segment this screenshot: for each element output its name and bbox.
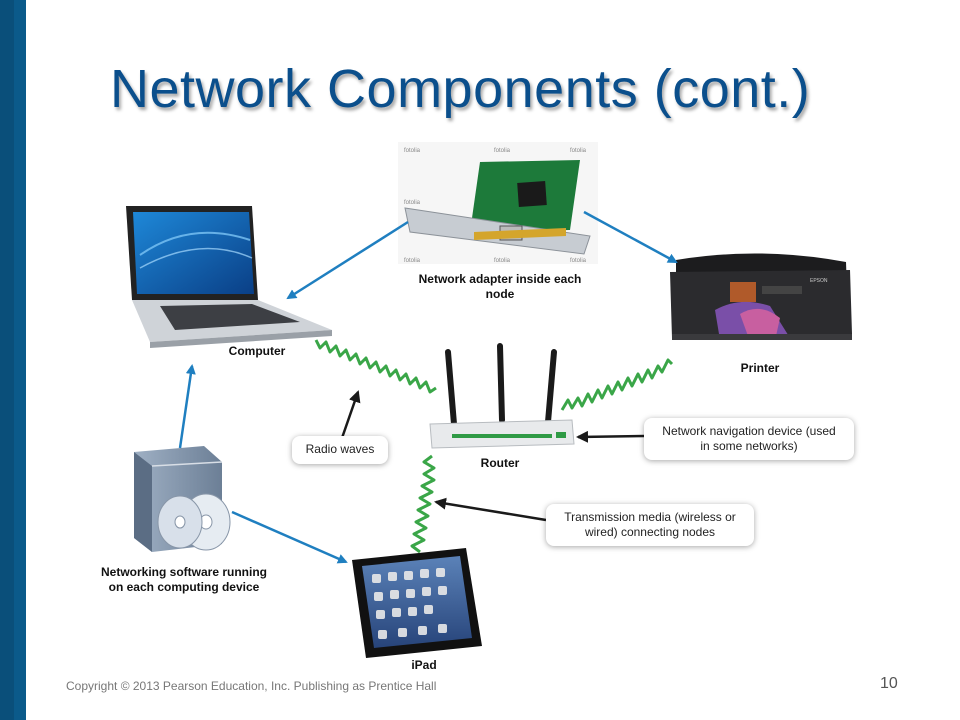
callout-arrows: [340, 390, 645, 522]
arrow-adapter-to-printer: [583, 210, 678, 264]
software-label-line2: on each computing device: [108, 580, 260, 594]
router-label: Router: [480, 456, 520, 470]
wave-computer-router: [314, 339, 437, 394]
svg-text:fotolia: fotolia: [494, 148, 511, 154]
transmission-callout-line2: wired) connecting nodes: [584, 525, 716, 539]
slide-sidebar-inner: [0, 0, 14, 720]
svg-text:fotolia: fotolia: [570, 258, 587, 264]
svg-text:fotolia: fotolia: [404, 148, 421, 154]
arrow-radio-waves: [340, 390, 361, 439]
copyright-footer: Copyright © 2013 Pearson Education, Inc.…: [66, 679, 437, 693]
svg-text:fotolia: fotolia: [570, 148, 587, 154]
printer-image: EPSON: [670, 253, 852, 340]
blue-connection-arrows: [178, 210, 678, 564]
arrow-transmission-media: [434, 497, 547, 522]
svg-text:fotolia: fotolia: [404, 200, 421, 206]
radio-waves-callout: Radio waves: [292, 436, 388, 464]
software-box-image: [134, 446, 231, 552]
svg-text:fotolia: fotolia: [494, 258, 511, 264]
transmission-media-callout: Transmission media (wireless or wired) c…: [546, 504, 754, 546]
slide-title: Network Components (cont.): [110, 59, 811, 119]
arrow-navigation-device: [576, 430, 645, 443]
router-image: [429, 343, 575, 449]
network-adapter-image: fotolia fotolia fotolia fotolia fotolia …: [398, 142, 598, 264]
navigation-device-callout: Network navigation device (used in some …: [644, 418, 854, 460]
transmission-callout-line1: Transmission media (wireless or: [564, 510, 736, 524]
navigation-callout-line1: Network navigation device (used: [662, 424, 836, 438]
ipad-label: iPad: [411, 658, 437, 672]
adapter-label-line1: Network adapter inside each: [418, 272, 582, 286]
software-label: Networking software running on each comp…: [84, 565, 284, 595]
software-label-line1: Networking software running: [100, 565, 267, 579]
ipad-image: [352, 548, 482, 658]
printer-brand: EPSON: [810, 278, 828, 284]
arrow-software-to-ipad: [231, 510, 348, 564]
adapter-label-line2: node: [485, 287, 515, 301]
slide-sidebar-bar: [0, 0, 26, 720]
page-number: 10: [880, 675, 898, 692]
wave-router-printer: [560, 358, 674, 411]
arrow-software-to-computer: [178, 364, 196, 449]
svg-text:fotolia: fotolia: [404, 258, 421, 264]
printer-label: Printer: [740, 361, 780, 375]
radio-waves: [314, 339, 674, 554]
wave-router-ipad: [410, 454, 436, 554]
adapter-label: Network adapter inside each node: [400, 272, 600, 302]
navigation-callout-line2: in some networks): [700, 439, 798, 453]
laptop-image: [126, 206, 332, 348]
computer-label: Computer: [228, 344, 286, 358]
arrow-adapter-to-computer: [286, 220, 409, 300]
